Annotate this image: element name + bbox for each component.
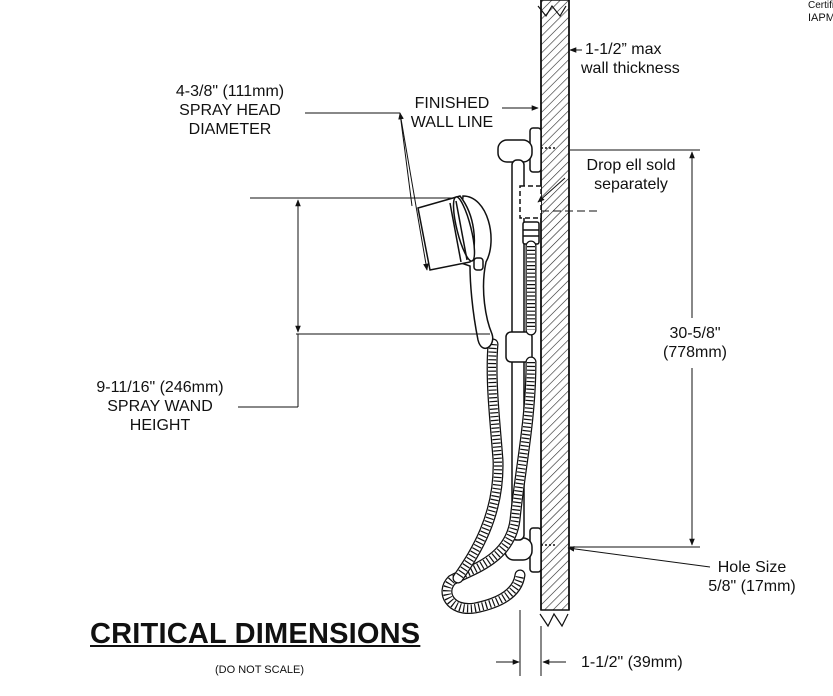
certification-text: Certifi IAPMO — [808, 0, 833, 24]
wall-thickness-line-2: wall thickness — [581, 60, 680, 77]
spray-head-line-3: DIAMETER — [188, 121, 272, 138]
certification-line-2: IAPMO — [808, 12, 833, 24]
spray-wand-line-3: HEIGHT — [129, 417, 191, 434]
bar-height-line-2: (778mm) — [662, 344, 727, 361]
bar-height-line-1: 30-5/8" — [669, 325, 721, 342]
finished-wall-line-1: FINISHED — [414, 95, 490, 112]
hand-spray — [417, 195, 494, 350]
hole-size-line-1: Hole Size — [717, 559, 787, 576]
slide-bar — [497, 127, 556, 573]
finished-wall-line-2: WALL LINE — [410, 114, 494, 131]
spray-wand-line-1: 9-11/16" (246mm) — [96, 379, 224, 396]
spray-head-line-2: SPRAY HEAD — [179, 102, 281, 119]
scale-note: (DO NOT SCALE) — [215, 664, 305, 676]
wall-thickness-label: 1-1/2” max wall thickness — [581, 40, 680, 78]
spray-head-line-1: 4-3/8" (111mm) — [175, 83, 285, 100]
diagram-title: CRITICAL DIMENSIONS — [90, 618, 421, 650]
certification-line-1: Certifi — [808, 0, 833, 11]
drop-ell-line-2: separately — [594, 176, 668, 193]
drop-ell-label: Drop ell sold separately — [576, 156, 686, 194]
hole-size-label: Hole Size 5/8" (17mm) — [694, 558, 810, 596]
drop-ell-line-1: Drop ell sold — [586, 157, 676, 174]
spray-head-diameter-label: 4-3/8" (111mm) SPRAY HEAD DIAMETER — [160, 82, 300, 139]
spray-wand-line-2: SPRAY WAND — [107, 398, 213, 415]
hose — [441, 240, 537, 614]
projection-label: 1-1/2" (39mm) — [581, 654, 683, 671]
spray-wand-height-label: 9-11/16" (246mm) SPRAY WAND HEIGHT — [80, 378, 240, 435]
dimension-lines — [238, 47, 711, 665]
wall-thickness-line-1: 1-1/2” max — [585, 41, 662, 58]
hole-size-line-2: 5/8" (17mm) — [708, 578, 796, 595]
bar-height-label: 30-5/8" (778mm) — [650, 324, 740, 362]
wall — [519, 0, 570, 676]
finished-wall-line-label: FINISHED WALL LINE — [398, 94, 506, 132]
